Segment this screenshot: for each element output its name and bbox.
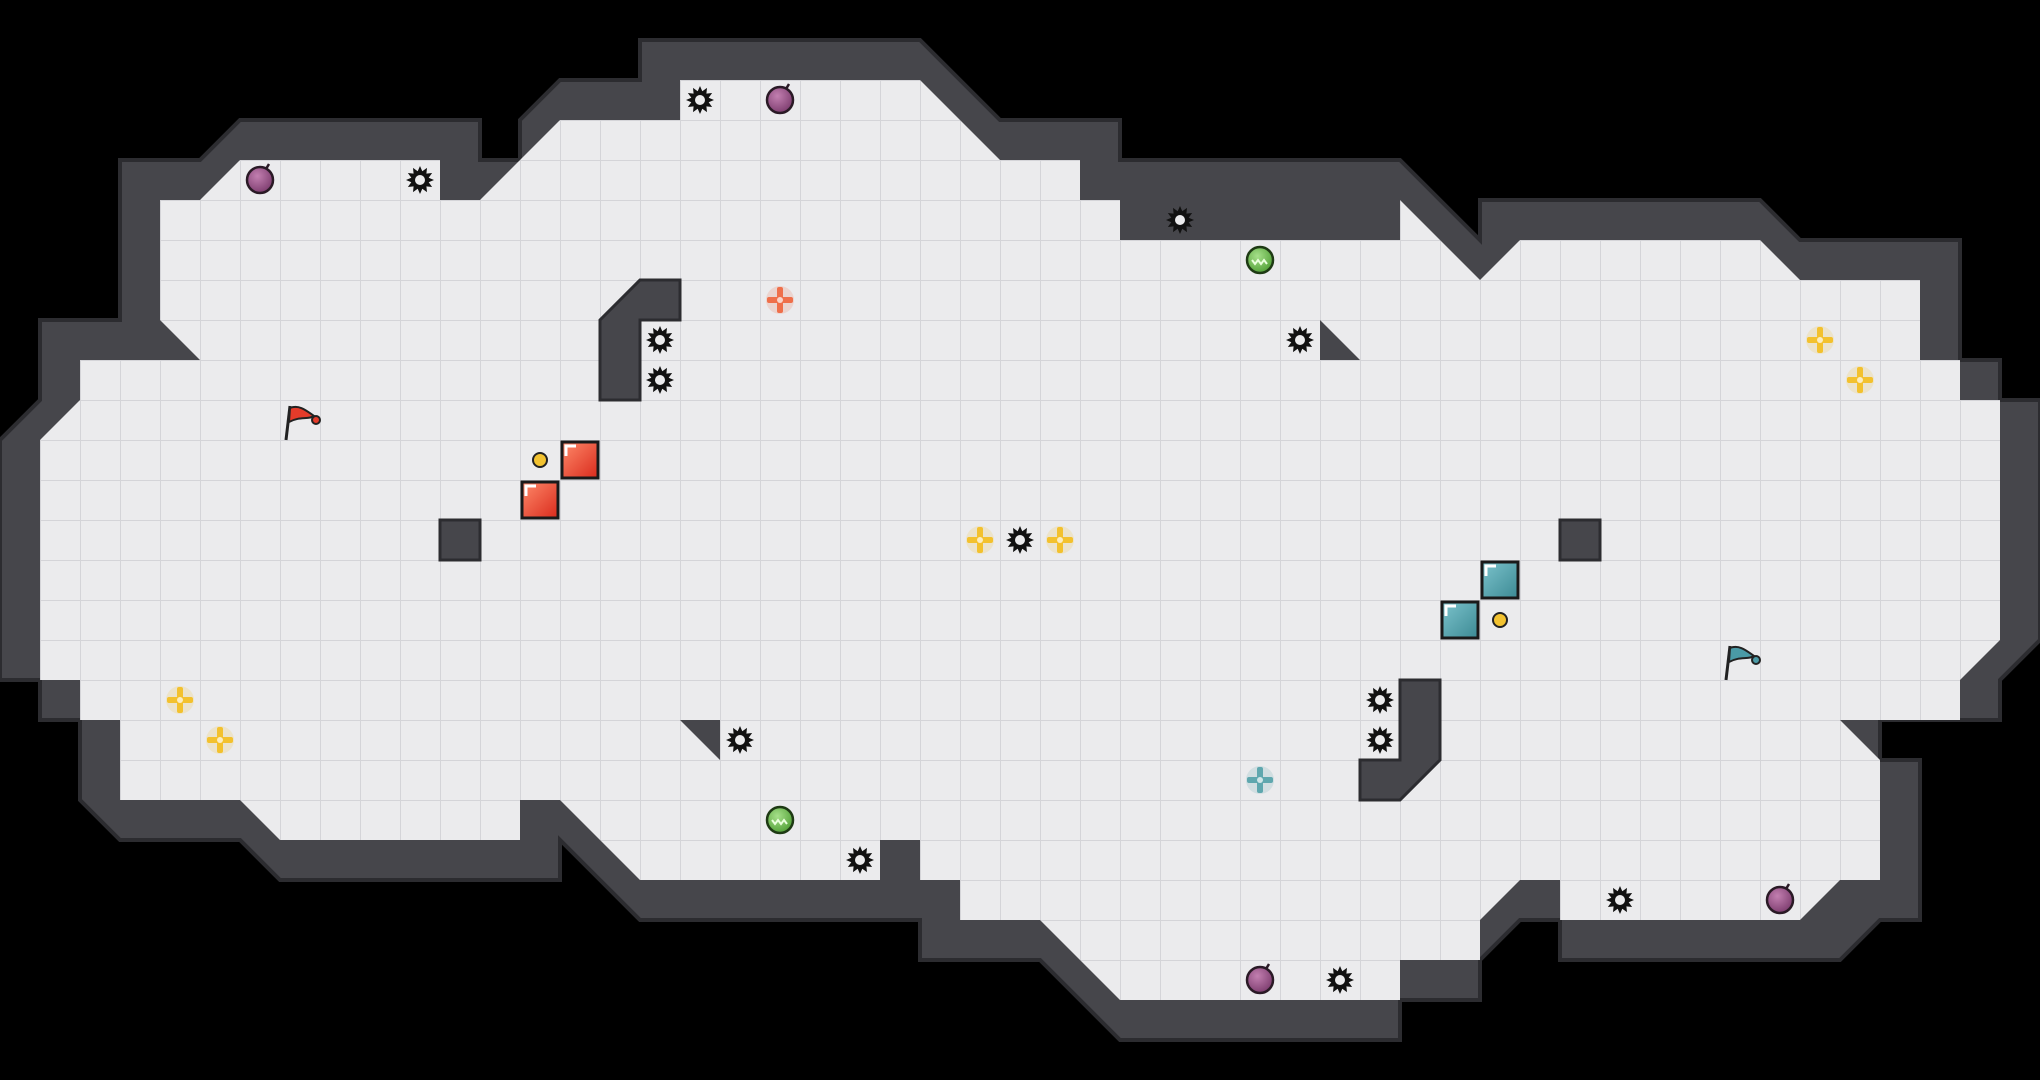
powerup-cross-icon xyxy=(766,286,794,314)
powerup-cross-icon xyxy=(206,726,234,754)
wall-block xyxy=(438,518,482,562)
spike-icon xyxy=(646,366,674,394)
wall-ramp xyxy=(1320,320,1360,360)
arena-items xyxy=(166,83,1874,995)
flag-icon[interactable] xyxy=(1724,645,1761,681)
bomb-icon xyxy=(245,163,275,195)
spike-icon xyxy=(1366,686,1394,714)
spike-icon xyxy=(1366,726,1394,754)
wall-block xyxy=(1358,678,1442,802)
player-ball-icon[interactable] xyxy=(560,440,600,480)
powerup-cross-icon xyxy=(1846,366,1874,394)
wall-obstacles xyxy=(438,278,1602,802)
token-icon xyxy=(1492,612,1508,628)
wall-block xyxy=(598,278,682,402)
spike-icon xyxy=(646,326,674,354)
spike-icon xyxy=(406,166,434,194)
powerup-cross-icon xyxy=(1806,326,1834,354)
spike-icon xyxy=(1006,526,1034,554)
spike-icon xyxy=(1286,326,1314,354)
powerup-cross-icon xyxy=(166,686,194,714)
token-icon xyxy=(532,452,548,468)
spike-icon xyxy=(1326,966,1354,994)
player-ball-icon[interactable] xyxy=(520,480,560,520)
powerup-cross-icon xyxy=(1046,526,1074,554)
spike-icon xyxy=(726,726,754,754)
wall-ramp xyxy=(680,720,720,760)
bomb-icon xyxy=(765,83,795,115)
player-ball-icon[interactable] xyxy=(1480,560,1520,600)
flag-icon[interactable] xyxy=(284,405,321,441)
spike-icon xyxy=(1166,206,1194,234)
boost-pad-icon xyxy=(1245,245,1275,275)
boost-pad-icon xyxy=(765,805,795,835)
bomb-icon xyxy=(1765,883,1795,915)
bomb-icon xyxy=(1245,963,1275,995)
spike-icon xyxy=(1606,886,1634,914)
wall-block xyxy=(1558,518,1602,562)
powerup-cross-icon xyxy=(1246,766,1274,794)
spike-icon xyxy=(846,846,874,874)
spike-icon xyxy=(686,86,714,114)
player-ball-icon[interactable] xyxy=(1440,600,1480,640)
powerup-cross-icon xyxy=(966,526,994,554)
